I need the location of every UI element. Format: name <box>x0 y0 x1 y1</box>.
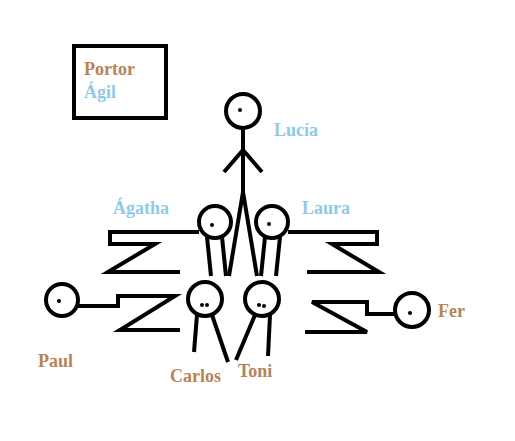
legend-text: Portor <box>84 59 135 79</box>
person-name: Carlos <box>170 367 221 387</box>
person-name: Ágatha <box>113 199 169 219</box>
person-name: Toni <box>238 362 272 382</box>
person-name: Fer <box>438 302 465 322</box>
legend-text: Ágil <box>84 82 116 102</box>
person-name: Paul <box>38 352 73 372</box>
legend-color-mark: Portor <box>84 58 156 81</box>
person-name: Lucía <box>274 121 318 141</box>
legend-box: PortorÁgil <box>72 44 168 120</box>
person-name: Laura <box>302 199 350 219</box>
legend-color-mark: Ágil <box>84 81 156 104</box>
